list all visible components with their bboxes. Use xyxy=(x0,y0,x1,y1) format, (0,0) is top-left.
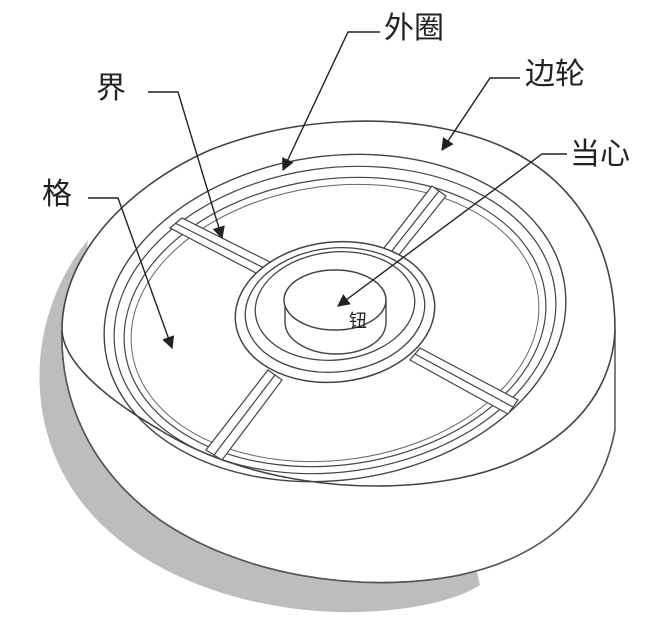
label-center: 当心 xyxy=(570,137,630,172)
outer-ring-band-4 xyxy=(130,183,540,463)
label-grid: 格 xyxy=(42,177,72,212)
wheel-side-bottom-edge xyxy=(61,329,616,584)
outer-ring-band-2 xyxy=(113,165,557,475)
outer-ring-band-1 xyxy=(103,153,567,483)
wheel-shadow xyxy=(39,240,480,613)
label-rim: 边轮 xyxy=(525,57,585,92)
leader-rim xyxy=(441,77,520,152)
outer-ring-band-3 xyxy=(123,176,547,468)
leader-boundary xyxy=(148,91,225,240)
label-boundary: 界 xyxy=(96,71,126,106)
leader-grid xyxy=(88,197,175,350)
leader-outer-ring xyxy=(282,31,380,172)
button-top xyxy=(283,269,387,331)
label-outer-ring: 外圈 xyxy=(384,11,444,46)
leader-lines xyxy=(88,31,567,350)
label-button: 钮 xyxy=(349,311,367,332)
leader-center xyxy=(336,153,567,307)
